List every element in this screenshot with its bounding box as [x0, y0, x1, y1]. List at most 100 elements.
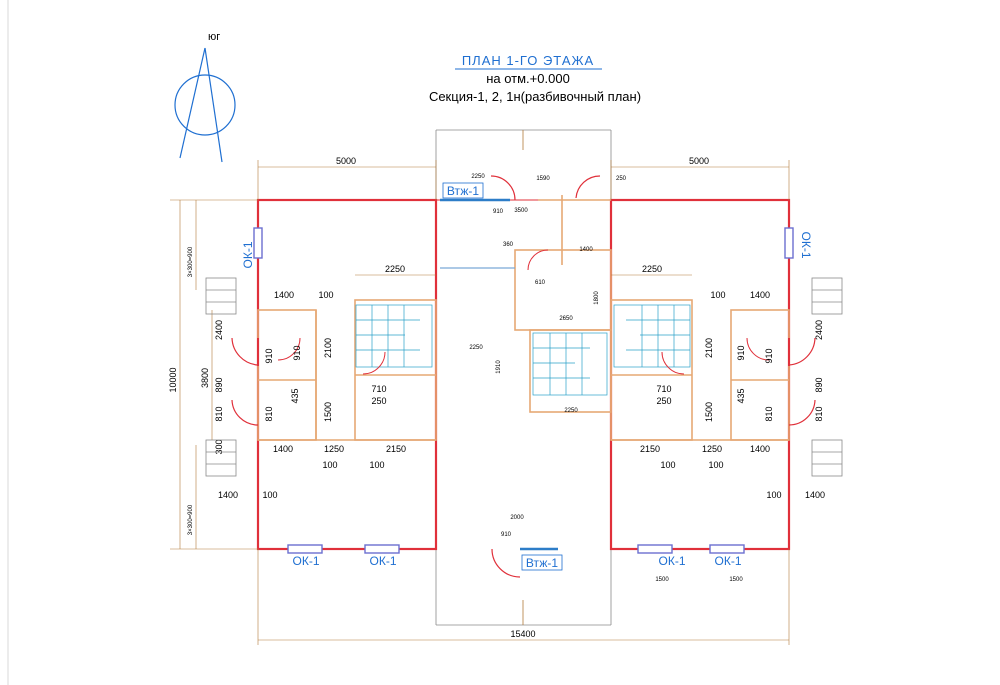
- dim-2250-corridor: 2250: [469, 345, 483, 351]
- right-wing-interior: [610, 227, 816, 554]
- dim-1400-core: 1400: [579, 247, 593, 253]
- dim-100-lb: 100: [322, 460, 337, 470]
- central-stair: [532, 332, 608, 396]
- window-ok1: [709, 544, 745, 554]
- top-dimensions: 5000 5000: [257, 156, 790, 200]
- dim-1800: 1800: [594, 291, 600, 305]
- door-swing: [788, 399, 816, 426]
- dim-2400-left: 2400: [214, 320, 224, 340]
- compass-circle: [174, 74, 236, 136]
- dim-2250-top: 2250: [471, 174, 485, 180]
- dim-1500-l: 1500: [323, 402, 333, 422]
- dim-stair-left-top: 3×300=900: [188, 246, 194, 277]
- window-ok1: [637, 544, 673, 554]
- dim-stair-left-bottom: 3×300=900: [188, 504, 194, 535]
- label-ok1-right: ОК-1: [799, 232, 813, 259]
- dim-5000-left: 5000: [336, 156, 356, 166]
- dim-2250-central: 2250: [564, 408, 578, 414]
- dim-910-l2: 910: [292, 345, 302, 360]
- dim-910-top: 910: [493, 209, 504, 215]
- dim-810-l2: 810: [264, 406, 274, 421]
- door-swing: [362, 351, 386, 375]
- label-ok1-bottom-1: ОК-1: [293, 554, 320, 568]
- dim-3500: 3500: [514, 208, 528, 214]
- left-wing-interior: [231, 227, 437, 554]
- dim-1250-l: 1250: [324, 444, 344, 454]
- title-line-1: ПЛАН 1-ГО ЭТАЖА: [462, 53, 594, 68]
- dim-2250-right: 2250: [642, 264, 662, 274]
- window-ok1: [253, 227, 263, 259]
- dim-100-rt: 100: [710, 290, 725, 300]
- dim-10000: 10000: [168, 367, 178, 392]
- dim-1400-rb: 1400: [750, 444, 770, 454]
- dim-1400-l-ext: 1400: [218, 490, 238, 500]
- plan-title: ПЛАН 1-ГО ЭТАЖА на отм.+0.000 Секция-1, …: [429, 53, 641, 104]
- dim-250-l: 250: [371, 396, 386, 406]
- label-ok1-left: ОК-1: [241, 241, 255, 268]
- dim-2400-right: 2400: [814, 320, 824, 340]
- dim-710-l: 710: [371, 384, 386, 394]
- dim-5000-right: 5000: [689, 156, 709, 166]
- door-swing: [491, 548, 521, 578]
- dim-910-r2: 910: [736, 345, 746, 360]
- left-dimensions: 10000 3×300=900 3×300=900 3800 2400 890 …: [168, 199, 258, 550]
- dim-710-r: 710: [656, 384, 671, 394]
- dim-1910: 1910: [496, 360, 502, 374]
- dim-15400: 15400: [510, 629, 535, 639]
- door-swing: [277, 337, 301, 361]
- dim-1400-lt: 1400: [274, 290, 294, 300]
- dim-910-bottom: 910: [501, 532, 512, 538]
- dim-100-r-ext: 100: [766, 490, 781, 500]
- dim-250-top: 250: [616, 176, 627, 182]
- dim-3800-left: 3800: [200, 368, 210, 388]
- label-vtzh1-top: Втж-1: [447, 184, 480, 198]
- dim-100-lt: 100: [318, 290, 333, 300]
- element-labels: ОК-1 ОК-1 ОК-1 ОК-1 ОК-1 ОК-1 Втж-1 Втж-…: [241, 182, 813, 571]
- dim-810-r2: 810: [764, 406, 774, 421]
- door-swing: [575, 175, 601, 199]
- dim-1250-r: 1250: [702, 444, 722, 454]
- dim-910-l1: 910: [264, 348, 274, 363]
- outer-walls: [256, 198, 791, 551]
- dim-100-rb2: 100: [708, 460, 723, 470]
- door-swing: [231, 337, 259, 366]
- title-line-2: на отм.+0.000: [486, 71, 570, 86]
- dim-1500-win-1: 1500: [655, 577, 669, 583]
- dim-100-lb2: 100: [369, 460, 384, 470]
- door-swing: [788, 337, 816, 366]
- door-swing: [746, 337, 770, 361]
- dim-810-right: 810: [814, 406, 824, 421]
- dim-1500-win-2: 1500: [729, 577, 743, 583]
- door-swing: [527, 249, 549, 271]
- dim-435-l: 435: [290, 388, 300, 403]
- dim-1500-r: 1500: [704, 402, 714, 422]
- window-ok1: [287, 544, 323, 554]
- dim-1400-r-ext: 1400: [805, 490, 825, 500]
- dim-435-r: 435: [736, 388, 746, 403]
- label-ok1-bottom-2: ОК-1: [370, 554, 397, 568]
- dim-2000: 2000: [510, 515, 524, 521]
- right-dimensions: 2400 890 810: [814, 320, 824, 422]
- label-ok1-bottom-3: ОК-1: [659, 554, 686, 568]
- dim-2100-r: 2100: [704, 338, 714, 358]
- dim-100-rb: 100: [660, 460, 675, 470]
- dim-300-left: 300: [214, 439, 224, 454]
- dim-610: 610: [535, 280, 546, 286]
- door-swing: [661, 351, 685, 375]
- window-ok1: [364, 544, 400, 554]
- compass: юг: [174, 31, 236, 163]
- dim-360: 360: [503, 242, 514, 248]
- dim-2150-r: 2150: [640, 444, 660, 454]
- dim-250-r: 250: [656, 396, 671, 406]
- window-ok1: [784, 227, 794, 259]
- label-vtzh1-bottom: Втж-1: [526, 556, 559, 570]
- exterior-stairs: [205, 277, 843, 477]
- label-ok1-bottom-4: ОК-1: [715, 554, 742, 568]
- dim-910-r1: 910: [764, 348, 774, 363]
- dim-2150-l: 2150: [386, 444, 406, 454]
- dim-890-left: 890: [214, 377, 224, 392]
- dim-1400-lb: 1400: [273, 444, 293, 454]
- compass-label: юг: [208, 31, 220, 43]
- right-internal-stair: [613, 304, 691, 368]
